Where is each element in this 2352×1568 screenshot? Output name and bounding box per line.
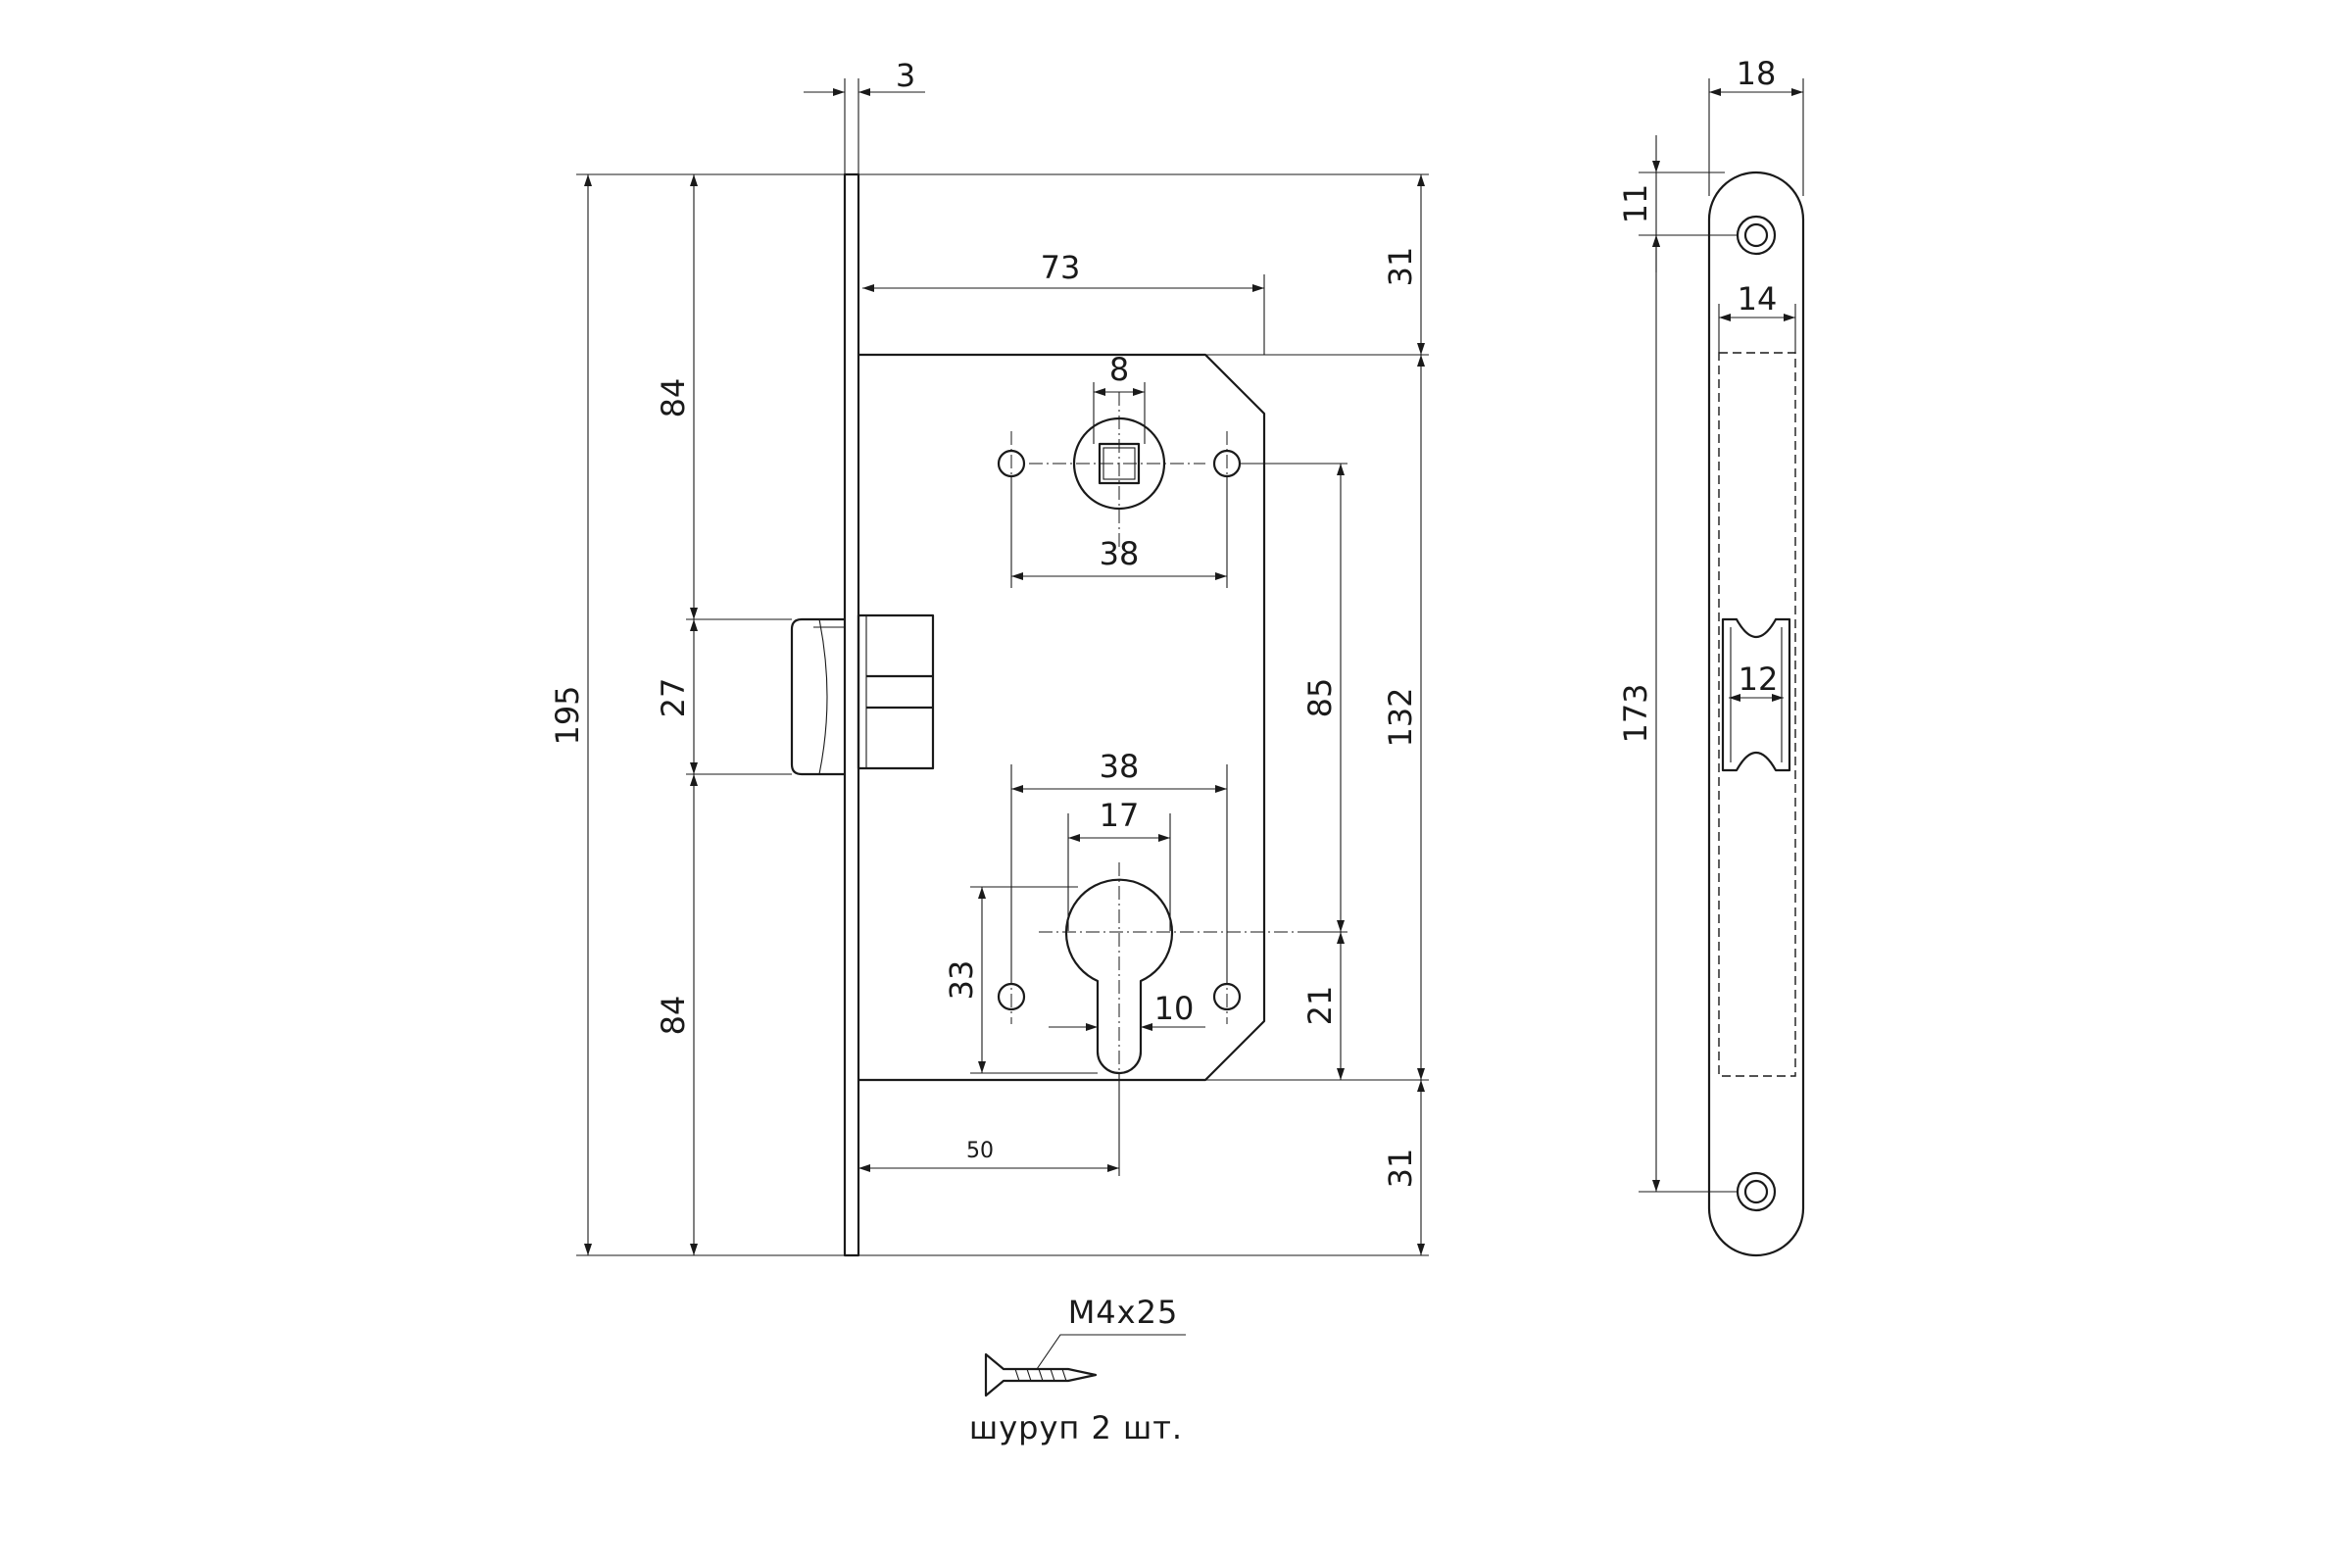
dim-lower-segment: 84	[655, 996, 692, 1036]
dim-upper-screw-spacing: 38	[1100, 535, 1140, 572]
dim-spindle-to-cylinder: 85	[1301, 678, 1339, 718]
side-faceplate	[1707, 171, 1805, 1257]
dim-lower-screw-spacing: 38	[1100, 748, 1140, 785]
screw-size-label: M4x25	[1068, 1294, 1179, 1331]
screw-caption: шуруп 2 шт.	[969, 1409, 1183, 1446]
dim-faceplate-width: 18	[1737, 55, 1777, 92]
screw-icon	[984, 1352, 1098, 1397]
dim-hole-offset: 11	[1617, 184, 1654, 224]
dim-upper-segment: 84	[655, 378, 692, 418]
dim-cylinder-width: 17	[1100, 797, 1140, 834]
dim-latch-height: 27	[655, 678, 692, 718]
dim-body-height: 132	[1382, 687, 1419, 747]
side-view: 18 11 173 14 12	[1617, 55, 1805, 1257]
dim-spindle-square: 8	[1109, 351, 1129, 388]
dim-cylinder-slot-width: 10	[1154, 990, 1195, 1027]
dim-cutout-width: 14	[1738, 280, 1778, 318]
dim-latch-width: 12	[1739, 661, 1779, 698]
dim-body-depth: 73	[1041, 249, 1081, 286]
side-cutout	[1718, 352, 1796, 1077]
latch-block	[857, 613, 935, 770]
dim-overall-height: 195	[549, 685, 586, 745]
lock-body	[858, 353, 1266, 1082]
side-bottom-screw-hole	[1736, 1171, 1777, 1212]
dim-faceplate-thickness: 3	[896, 57, 915, 94]
cylinder-profile	[1064, 878, 1174, 1075]
side-top-screw-hole	[1736, 215, 1777, 256]
side-latch-profile	[1721, 617, 1791, 772]
dim-top-offset: 31	[1382, 247, 1419, 287]
latch-bolt	[790, 617, 845, 776]
screw-detail: M4x25 шуруп 2 шт.	[969, 1294, 1186, 1446]
dim-backset: 50	[966, 1139, 994, 1163]
front-view: 3 195 84 27 84 73 31 132 31 8 38 85 21 3…	[549, 57, 1429, 1257]
dim-cylinder-height: 33	[943, 960, 980, 1001]
faceplate	[843, 172, 860, 1257]
dim-hole-spacing: 173	[1617, 683, 1654, 743]
dim-bottom-offset: 31	[1382, 1149, 1419, 1189]
dim-cylinder-to-body-bottom: 21	[1301, 986, 1339, 1026]
